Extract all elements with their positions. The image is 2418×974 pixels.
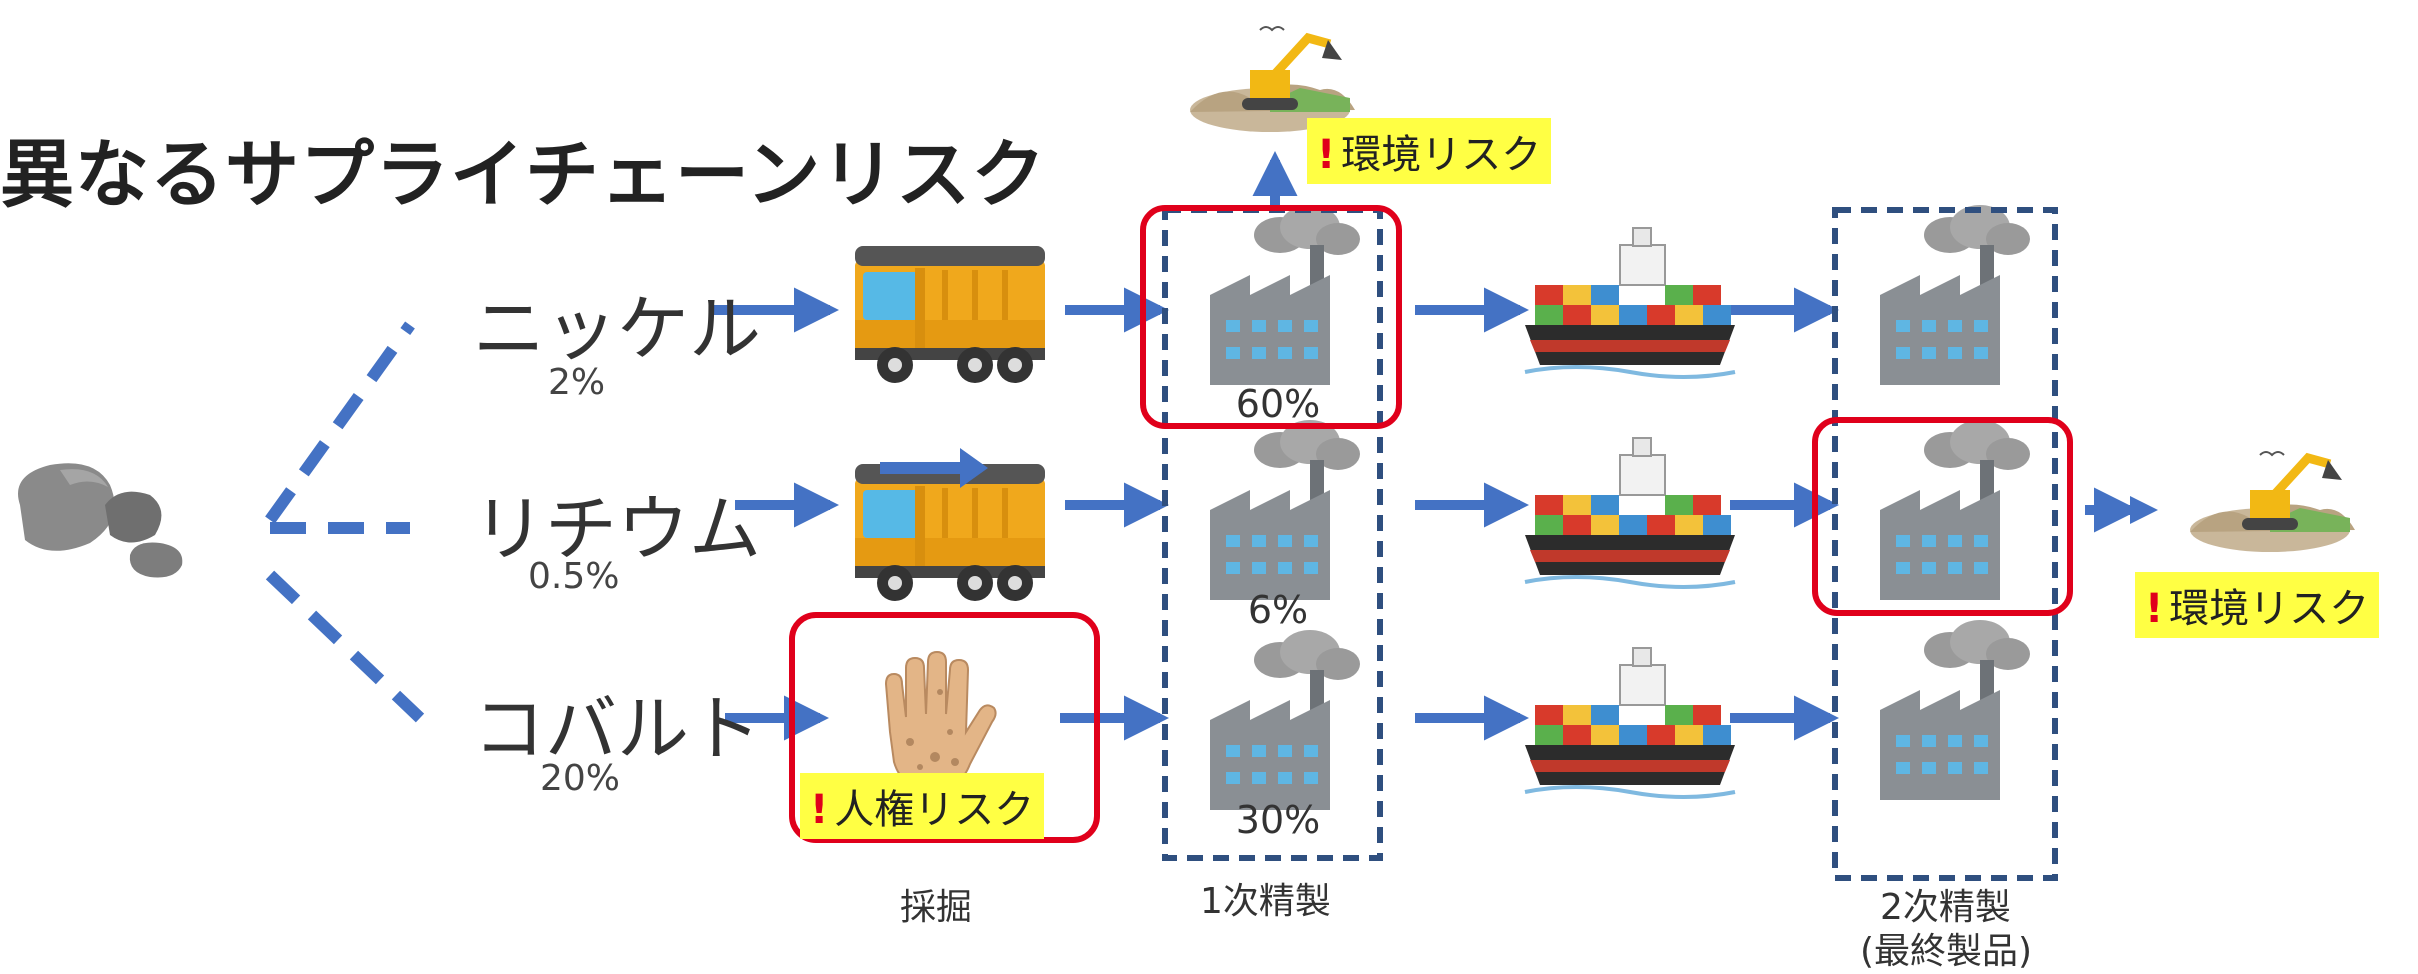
stage-label-secondary: 2次精製 (1880, 887, 2011, 928)
ore-rocks-icon (18, 463, 183, 578)
mineral-name: コバルト (473, 687, 762, 771)
excavator-scene-right-icon (2190, 458, 2355, 552)
secondary-refining-box (1832, 207, 2058, 881)
human-rights-risk-label: !人権リスク (800, 773, 1045, 839)
risk-text: 人権リスク (834, 787, 1035, 833)
nickel-refining-highlight (1140, 205, 1402, 429)
secondary-factory-nickel-icon (1880, 205, 2030, 385)
refining-share: 60% (1235, 382, 1321, 426)
mineral-percent: 2% (548, 362, 606, 403)
stage-label-secondary-note: (最終製品) (1860, 931, 2033, 972)
page-title: 異なるサプライチェーンリスク (0, 132, 1047, 218)
warning-mark: ! (2145, 586, 2164, 632)
stage-label-mining: 採掘 (900, 887, 973, 928)
truck-arrow-icon (880, 448, 988, 488)
hand-icon (885, 651, 997, 791)
split-lines (265, 321, 425, 723)
bird-icon (1259, 26, 1285, 32)
ship-cobalt-icon (1523, 646, 1737, 799)
risk-text: 環境リスク (2169, 586, 2370, 632)
primary-factory-cobalt-icon (1210, 630, 1360, 810)
nickel-truck-icon (855, 246, 1045, 383)
flow-arrows (710, 151, 2139, 741)
risk-text: 環境リスク (1341, 132, 1542, 178)
cobalt-mining-highlight (789, 612, 1100, 843)
warning-mark: ! (1317, 132, 1336, 178)
primary-factory-nickel-icon (1210, 205, 1360, 385)
mineral-name: リチウム (473, 487, 762, 571)
warning-mark: ! (810, 787, 829, 833)
refining-share: 30% (1235, 798, 1321, 842)
secondary-factory-cobalt-icon (1880, 620, 2030, 800)
refining-share: 6% (1247, 588, 1309, 632)
environment-risk-label: !環境リスク (1307, 118, 1552, 184)
bird-icon (2259, 451, 2285, 457)
secondary-factory-lithium-icon (1880, 420, 2030, 600)
mineral-percent: 0.5% (528, 556, 620, 597)
mineral-percent: 20% (540, 758, 621, 799)
stage-label-primary: 1次精製 (1200, 881, 1331, 922)
lithium-final-highlight (1812, 417, 2073, 616)
ship-nickel-icon (1523, 226, 1737, 379)
lithium-truck-icon (855, 464, 1045, 601)
environment-risk-label: !環境リスク (2135, 572, 2380, 638)
dotted-arrow-head (2130, 496, 2158, 524)
primary-factory-lithium-icon (1210, 420, 1360, 600)
mineral-name: ニッケル (473, 287, 762, 371)
ship-lithium-icon (1523, 436, 1737, 589)
